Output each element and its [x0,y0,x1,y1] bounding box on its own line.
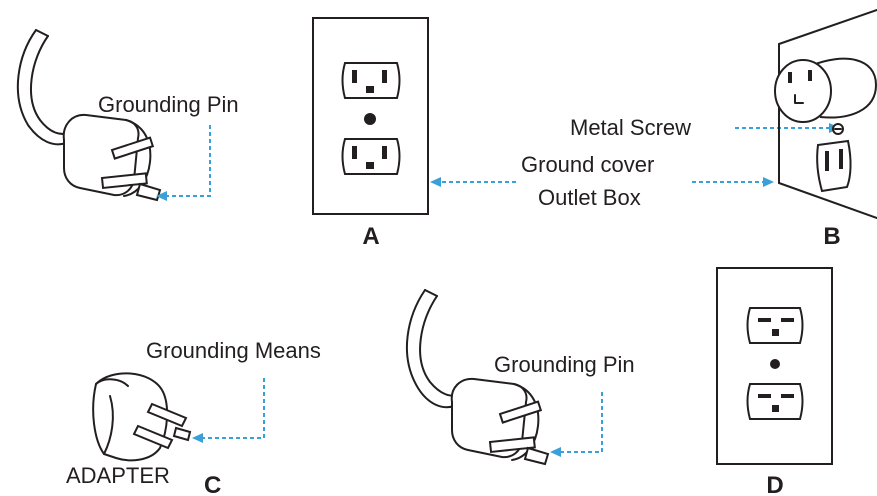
panel-label-c: C [204,472,221,496]
plug-with-ground-pin-bottom [405,289,550,466]
arrow-grounding-pin-bottom [550,392,603,457]
arrow-grounding-means [192,378,265,443]
panel-label-a: A [362,223,379,250]
arrow-to-outlet-box [692,177,774,187]
plug-with-ground-pin-top [16,29,162,202]
arrow-grounding-pin-top [156,125,211,201]
arrow-metal-screw [735,123,840,133]
wall-outlet-b [774,9,877,219]
arrow-to-outlet-a [430,177,516,187]
panel-label-d: D [766,472,783,496]
label-metal-screw: Metal Screw [570,115,691,140]
label-grounding-means: Grounding Means [146,338,321,363]
outlet-d [716,267,833,465]
label-grounding-pin-top: Grounding Pin [98,92,239,117]
label-grounding-pin-bottom: Grounding Pin [494,352,635,377]
outlet-a [312,17,429,215]
label-ground-cover: Ground cover [521,152,654,177]
label-outlet-box: Outlet Box [538,185,641,210]
label-adapter: ADAPTER [66,463,170,488]
adapter-c [92,372,192,462]
panel-label-b: B [823,223,840,250]
